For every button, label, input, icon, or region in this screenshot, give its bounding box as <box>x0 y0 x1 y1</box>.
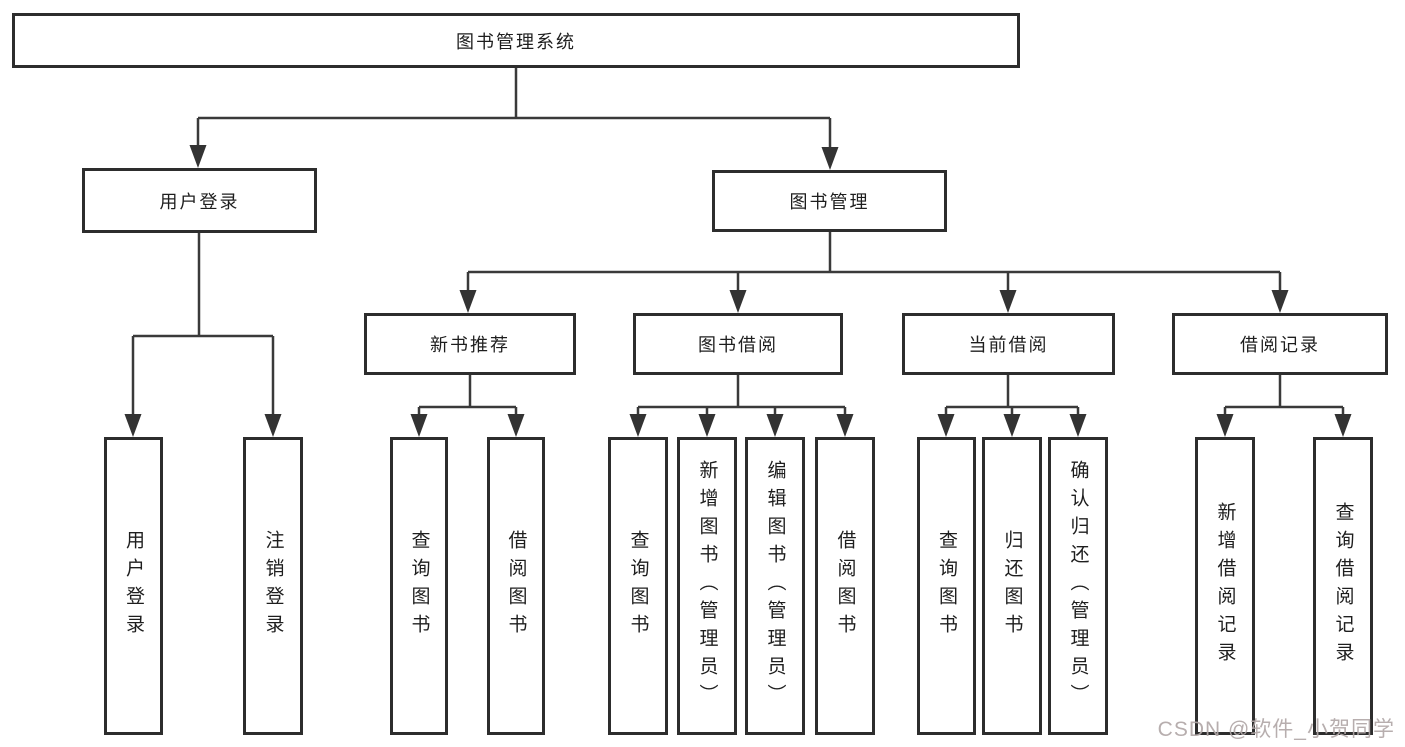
node-root-label: 图书管理系统 <box>456 31 576 52</box>
leaf-borrow-add-books-admin: 新增图书（管理员） <box>677 437 737 735</box>
leaf-logout-login-label: 注销登录 <box>262 530 284 642</box>
leaf-current-confirm-return-admin-label: 确认归还（管理员） <box>1067 460 1089 712</box>
node-new-book-recommend: 新书推荐 <box>364 313 576 375</box>
leaf-current-confirm-return-admin: 确认归还（管理员） <box>1048 437 1108 735</box>
leaf-records-add-record: 新增借阅记录 <box>1195 437 1255 735</box>
leaf-logout-login: 注销登录 <box>243 437 303 735</box>
leaf-current-query-books-label: 查询图书 <box>936 530 957 642</box>
leaf-records-query-record: 查询借阅记录 <box>1313 437 1373 735</box>
leaf-records-add-record-label: 新增借阅记录 <box>1214 502 1236 670</box>
leaf-current-return-books: 归还图书 <box>982 437 1042 735</box>
leaf-borrow-query-books: 查询图书 <box>608 437 668 735</box>
leaf-newbook-borrow-books: 借阅图书 <box>487 437 545 735</box>
leaf-newbook-query-books-label: 查询图书 <box>408 530 430 642</box>
leaf-current-return-books-label: 归还图书 <box>1001 530 1023 642</box>
node-book-borrow-label: 图书借阅 <box>698 335 778 355</box>
node-book-management-label: 图书管理 <box>789 192 870 212</box>
leaf-newbook-borrow-books-label: 借阅图书 <box>505 530 527 642</box>
leaf-user-login: 用户登录 <box>104 437 163 735</box>
leaf-records-query-record-label: 查询借阅记录 <box>1332 502 1354 670</box>
leaf-borrow-edit-books-admin: 编辑图书（管理员） <box>745 437 805 735</box>
leaf-current-query-books: 查询图书 <box>917 437 976 735</box>
leaf-newbook-query-books: 查询图书 <box>390 437 448 735</box>
leaf-borrow-borrow-books: 借阅图书 <box>815 437 875 735</box>
leaf-borrow-query-books-label: 查询图书 <box>627 530 649 642</box>
node-book-borrow: 图书借阅 <box>633 313 843 375</box>
node-user-login-label: 用户登录 <box>159 191 240 212</box>
leaf-borrow-borrow-books-label: 借阅图书 <box>834 530 856 642</box>
node-current-borrow: 当前借阅 <box>902 313 1115 375</box>
leaf-user-login-label: 用户登录 <box>123 530 144 642</box>
node-borrow-records-label: 借阅记录 <box>1240 335 1320 355</box>
node-current-borrow-label: 当前借阅 <box>968 335 1049 355</box>
watermark: CSDN @软件_小贺同学 <box>1157 718 1395 741</box>
node-new-book-recommend-label: 新书推荐 <box>430 335 510 355</box>
node-user-login: 用户登录 <box>82 168 317 233</box>
node-book-management: 图书管理 <box>712 170 947 232</box>
node-root: 图书管理系统 <box>12 13 1020 68</box>
leaf-borrow-add-books-admin-label: 新增图书（管理员） <box>696 460 718 712</box>
node-borrow-records: 借阅记录 <box>1172 313 1388 375</box>
leaf-borrow-edit-books-admin-label: 编辑图书（管理员） <box>764 460 786 712</box>
